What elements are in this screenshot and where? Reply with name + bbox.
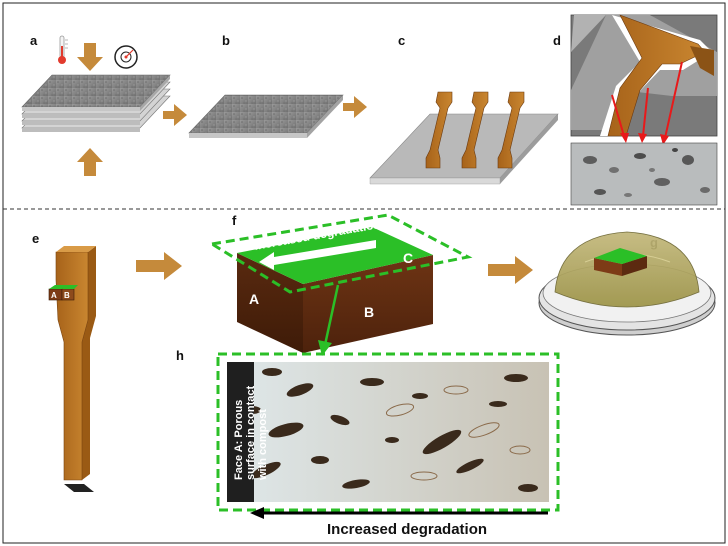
red-arrows	[611, 61, 683, 145]
pressed-sheet	[188, 94, 344, 138]
face-a-text-line3: with compost	[257, 409, 269, 481]
dogbone-specimen-3d	[48, 246, 96, 492]
panel-label-e: e	[32, 231, 39, 246]
green-pointer-arrow	[318, 284, 340, 356]
increased-degradation-bottom: Increased degradation	[327, 521, 487, 538]
face-label-a: A	[249, 291, 259, 307]
panel-label-a: a	[30, 33, 38, 48]
panel-label-b: b	[222, 33, 230, 48]
face-a-text-line1: Face A: Porous	[233, 400, 245, 480]
panel-label-h: h	[176, 348, 184, 363]
press-up-arrow	[77, 148, 103, 176]
thermometer-icon	[58, 35, 68, 64]
degradation-block	[237, 227, 433, 353]
micrograph-d	[570, 142, 718, 206]
degradation-arrow-bottom	[250, 507, 548, 519]
section-plane	[207, 213, 473, 294]
specimen-closeup	[570, 14, 718, 137]
face-label-b: B	[364, 304, 374, 320]
face-a-text-line2: surface in contact	[245, 386, 257, 480]
arrow-e-to-f	[136, 252, 182, 280]
small-face-b: B	[64, 291, 70, 300]
arrow-b-to-c	[343, 96, 367, 118]
small-face-a: A	[51, 291, 57, 300]
cut-sheet-with-specimens	[369, 113, 559, 185]
arrow-a-to-b	[163, 104, 187, 126]
panel-label-d: d	[553, 33, 561, 48]
stacked-sheets	[21, 74, 171, 132]
panel-label-f: f	[232, 213, 237, 228]
micrograph-frame	[216, 352, 560, 512]
degradation-arrow-top	[259, 240, 376, 270]
panel-label-c: c	[398, 33, 405, 48]
face-label-c: C	[403, 250, 413, 266]
micrograph-h	[227, 362, 549, 502]
press-down-arrow	[77, 43, 103, 71]
arrow-f-to-g	[488, 256, 533, 284]
pressure-gauge-icon	[114, 45, 138, 69]
dogbone-specimens	[425, 91, 525, 169]
compost-dome	[538, 231, 716, 336]
